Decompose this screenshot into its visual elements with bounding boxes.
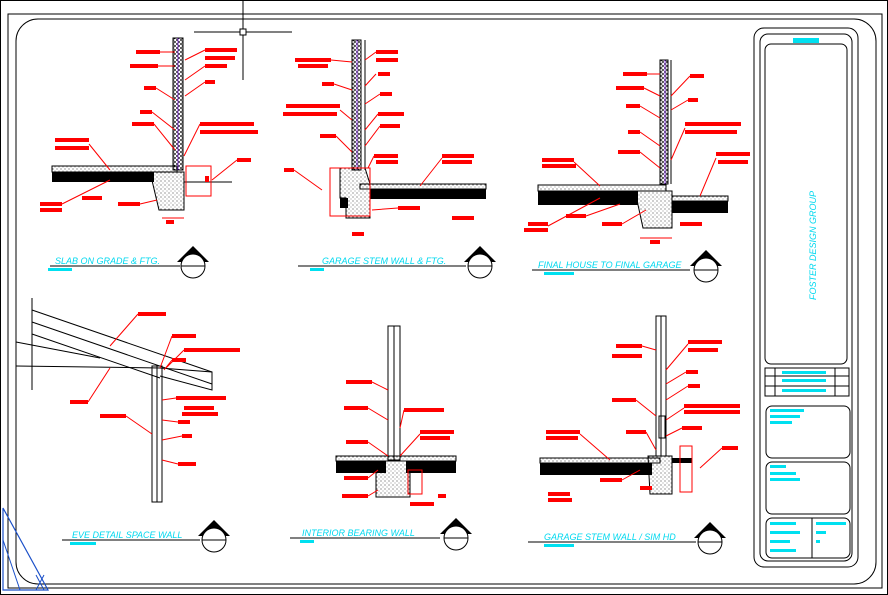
ucs-icon bbox=[2, 507, 50, 591]
detail-eve-detail[interactable]: EVE DETAIL SPACE WALL bbox=[15, 298, 240, 553]
sheet-inner-border bbox=[15, 18, 877, 585]
detail-slab-on-grade[interactable]: SLAB ON GRADE & FTG. bbox=[40, 37, 258, 279]
detail-5-title: INTERIOR BEARING WALL bbox=[302, 528, 415, 538]
detail-2-title: GARAGE STEM WALL & FTG. bbox=[322, 256, 446, 266]
title-block: FOSTER DESIGN GROUP bbox=[753, 27, 859, 568]
detail-6-title: GARAGE STEM WALL / SIM HD bbox=[544, 532, 676, 542]
crosshair-cursor-icon bbox=[194, 0, 292, 80]
detail-garage-stem-wall[interactable]: GARAGE STEM WALL & FTG. bbox=[283, 39, 496, 279]
detail-house-to-garage[interactable]: FINAL HOUSE TO FINAL GARAGE bbox=[524, 59, 750, 283]
detail-1-title: SLAB ON GRADE & FTG. bbox=[55, 256, 160, 266]
detail-interior-bearing-wall[interactable]: INTERIOR BEARING WALL bbox=[290, 325, 472, 551]
detail-3-title: FINAL HOUSE TO FINAL GARAGE bbox=[538, 260, 683, 270]
detail-4-title: EVE DETAIL SPACE WALL bbox=[72, 530, 182, 540]
detail-garage-stem-wall-hd[interactable]: GARAGE STEM WALL / SIM HD bbox=[528, 315, 740, 555]
sheet-border bbox=[7, 13, 883, 589]
firm-name: FOSTER DESIGN GROUP bbox=[808, 191, 818, 300]
